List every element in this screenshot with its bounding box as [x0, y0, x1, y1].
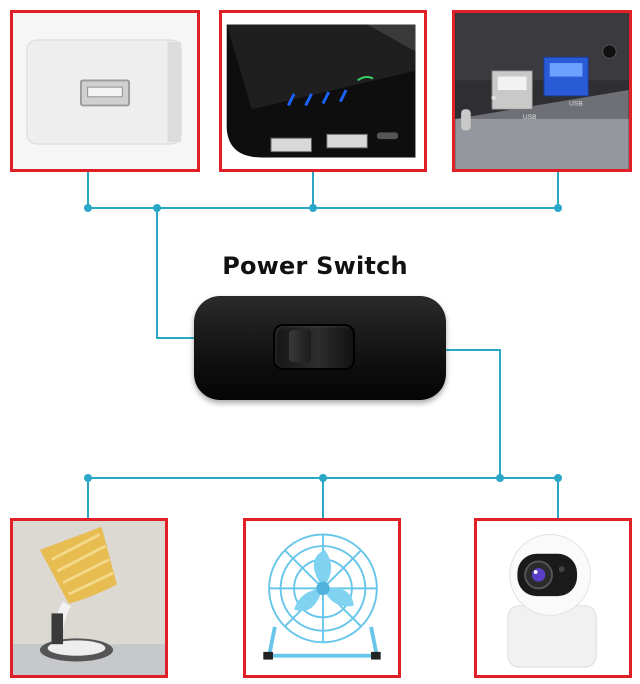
- junction-dot: [319, 474, 327, 482]
- junction-dot: [84, 204, 92, 212]
- input-wire-to-switch: [156, 208, 196, 339]
- desk-fan-icon: [246, 521, 398, 675]
- desk-lamp-icon: [13, 521, 165, 675]
- security-camera-icon: [477, 521, 629, 675]
- junction-dot: [309, 204, 317, 212]
- frame-power-bank: [219, 10, 427, 172]
- output-wire-from-switch: [446, 349, 501, 478]
- usb-port-label-left: USB: [523, 114, 537, 121]
- rocker-highlight: [289, 330, 311, 362]
- power-switch-rocker[interactable]: [273, 324, 355, 370]
- frame-computer-usb-ports: USB USB: [452, 10, 632, 172]
- junction-dot: [84, 474, 92, 482]
- junction-dot: [554, 474, 562, 482]
- junction-dot: [496, 474, 504, 482]
- junction-dot: [554, 204, 562, 212]
- computer-usb-ports-icon: USB USB: [455, 13, 629, 169]
- frame-desk-lamp: [10, 518, 168, 678]
- frame-security-camera: [474, 518, 632, 678]
- diagram-title: Power Switch: [222, 252, 408, 280]
- junction-dot: [153, 204, 161, 212]
- usb-port-label-right: USB: [569, 100, 583, 107]
- frame-desk-fan: [243, 518, 401, 678]
- frame-usb-charger: [10, 10, 200, 172]
- power-bank-icon: [222, 13, 424, 169]
- usb-charger-icon: [13, 13, 197, 169]
